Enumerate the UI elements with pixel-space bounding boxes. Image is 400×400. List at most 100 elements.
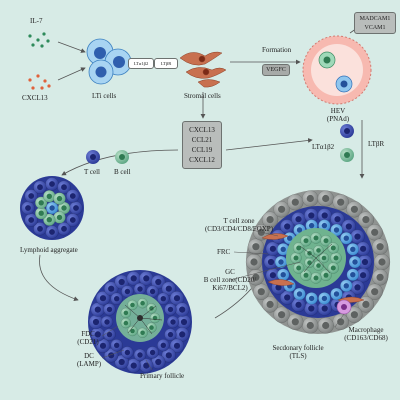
aggregate-b-cell-nucleus	[28, 217, 35, 223]
tls-b-cell-nucleus	[284, 223, 291, 230]
primary-b-cell-nucleus	[143, 362, 150, 369]
lti-ltbr-receptor: LTβR	[154, 58, 178, 69]
tls-t-cell-nucleus	[280, 246, 286, 252]
tls-b-cell-nucleus	[321, 212, 328, 219]
tls-macrophage-cell-nucleus	[378, 258, 386, 266]
primary-b-cell-nucleus	[173, 342, 181, 349]
tls-macrophage-cell-nucleus	[337, 318, 345, 326]
tls-gc-cell-nucleus	[333, 255, 339, 261]
primary-gc-cell-nucleus	[123, 320, 129, 326]
lymphoid-aggregate-icon	[20, 176, 84, 240]
tls-b-cell-nucleus	[361, 258, 369, 266]
tls-gc-cell-nucleus	[323, 238, 329, 244]
tls-macrophage-cell-nucleus	[278, 205, 286, 213]
tls-macrophage-cell-nucleus	[252, 243, 260, 251]
lti-cells-icon	[86, 38, 132, 85]
macrophage-icon	[336, 299, 352, 315]
tls-macrophage-cell-nucleus	[252, 273, 260, 281]
tls-gc-cell-inner-nucleus	[316, 263, 321, 268]
tls-macrophage-cell-nucleus	[306, 194, 314, 203]
tls-b-cell-nucleus	[284, 294, 291, 301]
tls-b-cell-nucleus	[269, 245, 276, 252]
primary-b-cell-inner-nucleus	[167, 306, 174, 313]
aggregate-b-cell-nucleus	[28, 193, 35, 199]
primary-b-cell-inner-nucleus	[149, 288, 156, 295]
formation-label: Formation	[262, 46, 292, 54]
primary-b-cell-nucleus	[180, 318, 188, 326]
addressin-madcam1: MADCAM1	[359, 16, 391, 22]
macrophage-label: Macrophage(CD163/CD68)	[344, 326, 388, 342]
t-cell-icon	[86, 150, 100, 164]
primary-gc-cell-nucleus	[123, 310, 129, 316]
tls-b-cell-nucleus	[267, 258, 275, 266]
primary-b-cell-nucleus	[108, 352, 115, 359]
addressins-box: MADCAM1 VCAM1	[354, 12, 396, 34]
primary-b-cell-nucleus	[118, 278, 125, 286]
chemokine-cxcl13: CXCL13	[189, 126, 215, 134]
tls-macrophage-cell-nucleus	[371, 228, 379, 236]
tls-gc-cell-inner-nucleus	[321, 255, 327, 261]
aggregate-t-cell-nucleus	[56, 214, 63, 221]
tls-macrophage-cell-nucleus	[337, 198, 345, 206]
tls-macrophage-cell-nucleus	[376, 243, 384, 251]
tls-macrophage-cell-nucleus	[322, 194, 330, 203]
tls-gc-cell-inner-nucleus	[307, 260, 312, 266]
tls-gc-cell-nucleus	[296, 245, 302, 251]
chemokine-ccl21: CCL21	[191, 136, 213, 144]
aggregate-center-cell-nucleus	[49, 205, 55, 211]
lti-cells-label: LTi cells	[92, 92, 117, 100]
primary-b-cell-nucleus	[165, 352, 172, 359]
primary-b-cell-inner-nucleus	[106, 331, 113, 338]
arrow-chemokines-left	[61, 149, 179, 176]
tls-b-cell-nucleus	[295, 216, 302, 223]
primary-b-cell-inner-nucleus	[170, 319, 176, 325]
tls-t-cell-nucleus	[308, 295, 315, 302]
tls-t-cell-nucleus	[321, 222, 328, 229]
aggregate-b-cell-nucleus	[61, 225, 67, 232]
tls-t-cell-nucleus	[296, 291, 303, 297]
primary-b-cell-inner-nucleus	[114, 296, 120, 302]
tls-gc-cell-nucleus	[293, 255, 299, 261]
tls-t-cell-nucleus	[308, 222, 315, 229]
aggregate-b-cell-nucleus	[49, 181, 55, 187]
tls-b-cell-nucleus	[360, 245, 367, 252]
aggregate-t-cell-nucleus	[46, 217, 52, 223]
tls-macrophage-cell-nucleus	[362, 300, 370, 308]
aggregate-b-cell-nucleus	[69, 193, 76, 199]
hev-ltbr-label: LTβR	[368, 140, 385, 148]
tls-macrophage-cell-nucleus	[291, 198, 299, 206]
primary-b-cell-inner-nucleus	[160, 342, 166, 348]
tls-gc-cell-nucleus	[323, 272, 329, 278]
aggregate-t-cell-nucleus	[61, 205, 67, 211]
tls-t-cell-nucleus	[350, 272, 356, 278]
b-cell-icon	[115, 150, 129, 164]
primary-b-cell-inner-nucleus	[167, 331, 174, 338]
dc-label: DC(LAMP)	[76, 352, 102, 368]
primary-gc-cell-nucleus	[149, 306, 154, 311]
primary-b-cell-inner-nucleus	[104, 319, 110, 325]
primary-leader-lines	[101, 325, 153, 371]
tls-t-cell-nucleus	[278, 259, 284, 265]
tls-gc-cell-inner-nucleus	[316, 248, 321, 253]
tls-b-cell-nucleus	[308, 305, 315, 312]
addressin-vcam1: VCAM1	[364, 25, 386, 31]
tls-macrophage-cell-nucleus	[362, 216, 370, 224]
cxcl13-input-label: CXCL13	[22, 94, 48, 102]
primary-b-cell-inner-nucleus	[149, 349, 156, 356]
aggregate-t-cell-nucleus	[56, 195, 63, 202]
primary-b-cell-nucleus	[118, 358, 125, 366]
tls-macrophage-cell-nucleus	[371, 288, 379, 296]
secondary-follicle-label: Secdonary follicle(TLS)	[272, 344, 324, 360]
aggregate-b-cell-nucleus	[25, 205, 31, 211]
il7-label: IL-7	[30, 17, 43, 25]
primary-b-cell-nucleus	[94, 306, 101, 313]
primary-b-cell-inner-nucleus	[160, 296, 166, 302]
primary-b-cell-nucleus	[92, 318, 100, 326]
primary-follicle-label: Primary follicle	[140, 372, 185, 380]
tls-t-cell-nucleus	[350, 246, 356, 252]
primary-b-cell-nucleus	[165, 285, 172, 292]
arrow-chemokines-right	[225, 138, 313, 151]
lymphoid-aggregate-label: Lymphoid aggregate	[20, 246, 78, 254]
tls-b-cell-nucleus	[334, 216, 341, 223]
tls-macrophage-cell-nucleus	[306, 321, 314, 330]
